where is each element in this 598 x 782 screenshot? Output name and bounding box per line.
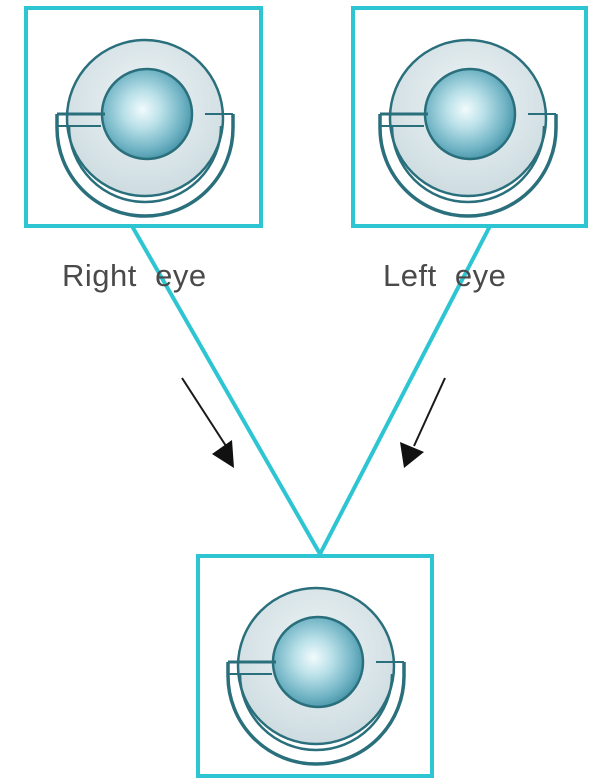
- down-left-arrow-icon: [400, 378, 445, 468]
- left-eye-panel: [353, 8, 586, 226]
- right-eye-label: Right eye: [62, 258, 207, 294]
- combined-eye-panel: [198, 556, 432, 776]
- left-eye-label: Left eye: [383, 258, 506, 294]
- right-eye-panel: [26, 8, 261, 226]
